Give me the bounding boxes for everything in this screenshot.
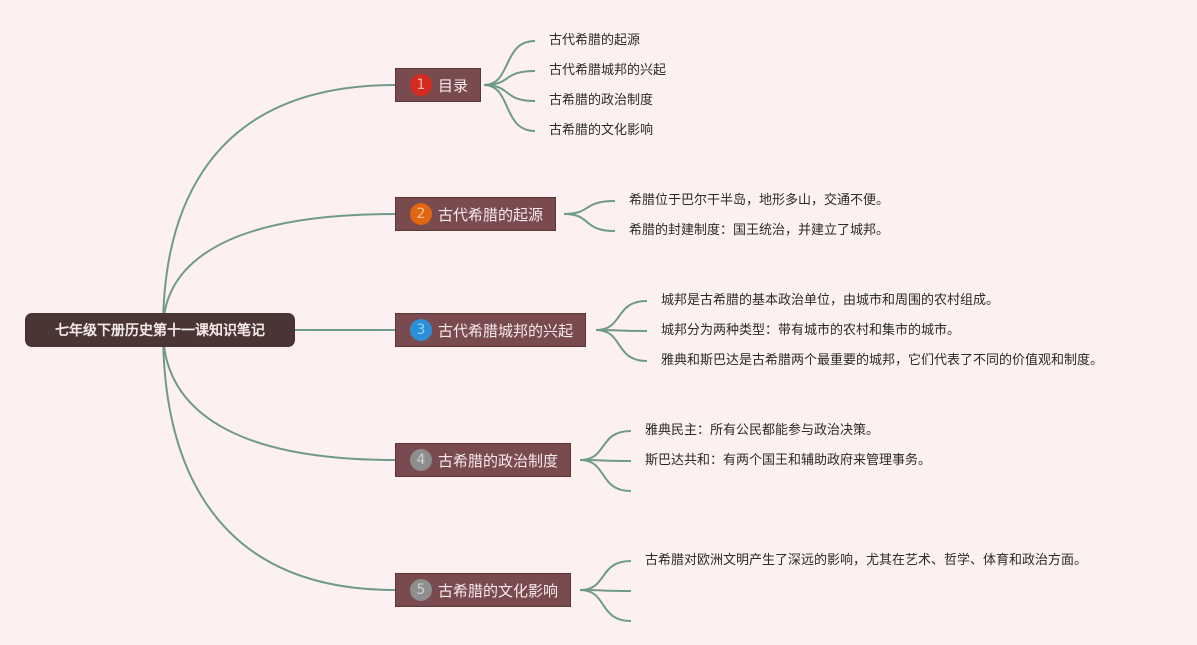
branch-label: 古代希腊城邦的兴起 xyxy=(438,321,574,340)
leaf-item[interactable]: 古代希腊城邦的兴起 xyxy=(549,63,667,78)
number-badge-icon: 3 xyxy=(410,319,432,341)
leaf-item[interactable]: 希腊位于巴尔干半岛，地形多山，交通不便。 xyxy=(629,193,890,208)
branch-label: 古希腊的政治制度 xyxy=(438,451,559,470)
leaf-item[interactable]: 城邦是古希腊的基本政治单位，由城市和周围的农村组成。 xyxy=(661,293,1000,308)
connector-leaf-1 xyxy=(483,84,536,132)
leaf-item[interactable]: 斯巴达共和：有两个国王和辅助政府来管理事务。 xyxy=(645,453,932,468)
branch-label: 古代希腊的起源 xyxy=(438,205,544,224)
connector-leaf-4 xyxy=(579,430,632,461)
leaf-item[interactable]: 古希腊的文化影响 xyxy=(549,123,654,138)
connector-leaf-3 xyxy=(595,329,648,362)
leaf-item[interactable]: 古代希腊的起源 xyxy=(549,33,641,48)
branch-label: 古希腊的文化影响 xyxy=(438,581,559,600)
branch-origin[interactable]: 2 古代希腊的起源 xyxy=(395,197,557,231)
connector-root-branch-2 xyxy=(162,213,396,331)
connector-root-branch-4 xyxy=(162,329,396,461)
root-title: 七年级下册历史第十一课知识笔记 xyxy=(55,323,265,339)
leaf-item[interactable]: 雅典和斯巴达是古希腊两个最重要的城邦，它们代表了不同的价值观和制度。 xyxy=(661,353,1104,368)
connector-root-branch-5 xyxy=(162,329,396,591)
branch-political-system[interactable]: 4 古希腊的政治制度 xyxy=(395,443,572,477)
connector-root-branch-1 xyxy=(162,84,396,331)
branch-city-states[interactable]: 3 古代希腊城邦的兴起 xyxy=(395,313,587,347)
connector-leaf-5 xyxy=(579,589,632,622)
leaf-item[interactable]: 古希腊的政治制度 xyxy=(549,93,654,108)
number-badge-icon: 4 xyxy=(410,449,432,471)
connector-leaf-5 xyxy=(579,560,632,591)
connector-leaf-2 xyxy=(563,200,616,215)
number-badge-icon: 2 xyxy=(410,203,432,225)
leaf-item[interactable]: 雅典民主：所有公民都能参与政治决策。 xyxy=(645,423,880,438)
branch-label: 目录 xyxy=(438,76,469,95)
root-topic[interactable]: 七年级下册历史第十一课知识笔记 xyxy=(25,313,295,347)
number-badge-icon: 1 xyxy=(410,74,432,96)
connector-leaf-3 xyxy=(595,300,648,331)
leaf-item[interactable]: 希腊的封建制度：国王统治，并建立了城邦。 xyxy=(629,223,890,238)
connector-leaf-1 xyxy=(483,40,536,86)
branch-cultural-influence[interactable]: 5 古希腊的文化影响 xyxy=(395,573,572,607)
number-badge-icon: 5 xyxy=(410,579,432,601)
connector-leaf-2 xyxy=(563,213,616,232)
connector-leaf-4 xyxy=(579,459,632,492)
branch-table-of-contents[interactable]: 1 目录 xyxy=(395,68,482,102)
leaf-item[interactable]: 城邦分为两种类型：带有城市的农村和集市的城市。 xyxy=(661,323,961,338)
leaf-item[interactable]: 古希腊对欧洲文明产生了深远的影响，尤其在艺术、哲学、体育和政治方面。 xyxy=(645,553,1088,568)
